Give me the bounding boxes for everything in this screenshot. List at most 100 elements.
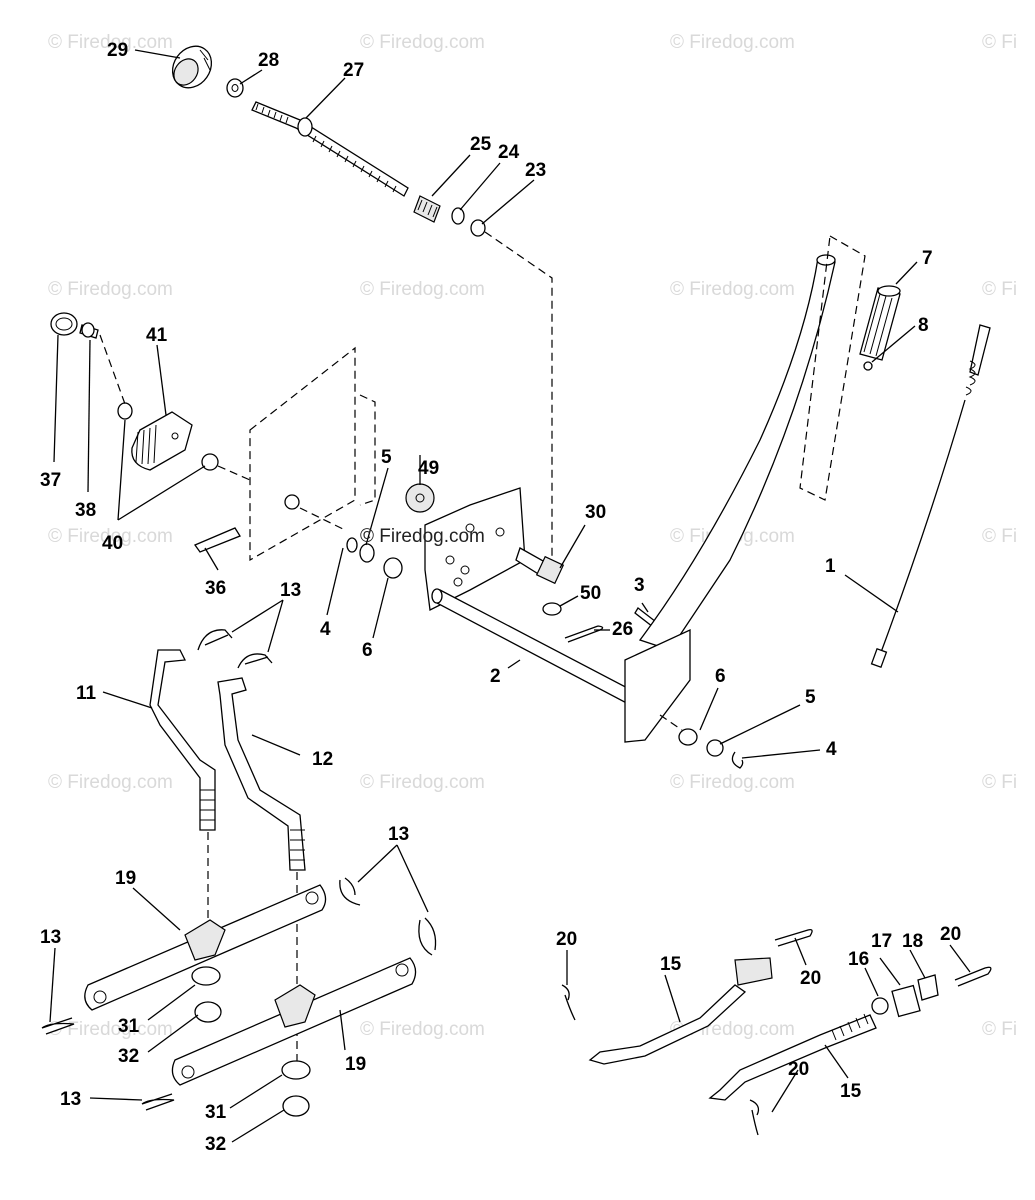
callout-37: 37 — [40, 470, 61, 491]
callout-2: 2 — [490, 666, 501, 687]
bushing-6 — [678, 728, 698, 746]
watermark-layer: © Firedog.com © Firedog.com © Firedog.co… — [48, 32, 1017, 1040]
callout-19: 19 — [345, 1054, 366, 1075]
hairpin-13 — [237, 653, 273, 669]
callout-41: 41 — [146, 325, 168, 346]
watermark: © Firedog.com — [48, 279, 173, 300]
hairpin-20 — [561, 984, 576, 1021]
callout-25: 25 — [470, 134, 492, 155]
watermark: © Firedog.com — [360, 1019, 485, 1040]
callout-6: 6 — [715, 666, 726, 687]
assembly-line — [659, 714, 683, 731]
callout-11: 11 — [76, 683, 97, 704]
bracket-36 — [194, 527, 241, 553]
nut-32 — [194, 1001, 222, 1023]
callout-32: 32 — [205, 1134, 226, 1155]
callout-4: 4 — [320, 619, 331, 640]
watermark: © Fi — [982, 1019, 1017, 1040]
assembly-line — [99, 334, 251, 481]
callout-24: 24 — [498, 142, 520, 163]
hairpin-13 — [141, 1093, 175, 1111]
callout-18: 18 — [902, 931, 923, 952]
rod-12 — [217, 677, 306, 871]
nut-23 — [470, 219, 486, 237]
nut-28 — [226, 78, 244, 98]
callout-28: 28 — [258, 50, 279, 71]
lift-link-19 — [84, 884, 327, 1011]
watermark: © Firedog.com — [360, 32, 485, 53]
watermark: © Firedog.com — [48, 1019, 173, 1040]
cap-49 — [405, 483, 435, 513]
washer-40 — [117, 402, 133, 420]
washer-5 — [359, 543, 375, 563]
watermark: © Firedog.com — [360, 526, 485, 547]
rod-11 — [149, 649, 216, 831]
callout-20: 20 — [788, 1059, 809, 1080]
washer-50 — [542, 602, 562, 616]
button-8 — [863, 361, 873, 371]
watermark: © Fi — [982, 32, 1017, 53]
watermark: © Firedog.com — [670, 772, 795, 793]
callout-1: 1 — [825, 556, 836, 577]
watermark: © Firedog.com — [670, 32, 795, 53]
mounting-plate — [424, 487, 526, 611]
callout-4: 4 — [826, 739, 837, 760]
callout-29: 29 — [107, 40, 128, 61]
panel-outline — [249, 346, 356, 562]
watermark: © Firedog.com — [360, 279, 485, 300]
watermark: © Firedog.com — [48, 32, 173, 53]
callout-13: 13 — [280, 580, 301, 601]
callout-19: 19 — [115, 868, 136, 889]
callout-6: 6 — [362, 640, 373, 661]
callout-7: 7 — [922, 248, 933, 269]
callout-27: 27 — [343, 60, 364, 81]
callout-5: 5 — [805, 687, 816, 708]
callout-49: 49 — [418, 458, 439, 479]
hairpin-13 — [339, 877, 361, 906]
spacer-31 — [191, 966, 221, 986]
lift-lever — [624, 254, 836, 743]
part-drawings — [41, 45, 992, 1136]
hairpin-13 — [41, 1017, 75, 1035]
callout-labels: 29 28 27 25 24 23 7 8 41 37 38 40 5 49 ©… — [40, 40, 961, 1155]
callout-26: 26 — [612, 619, 633, 640]
grip-7 — [859, 285, 901, 361]
washer-40 — [201, 453, 219, 471]
callout-38: 38 — [75, 500, 96, 521]
callout-20: 20 — [556, 929, 577, 950]
watermark: © Fi — [982, 526, 1017, 547]
spacer-31 — [281, 1060, 311, 1080]
nut-32 — [282, 1095, 310, 1117]
callout-36: 36 — [205, 578, 226, 599]
rod-15 — [708, 1013, 877, 1101]
callout-15: 15 — [840, 1081, 862, 1102]
clevis-17 — [891, 984, 921, 1018]
callout-15: 15 — [660, 954, 682, 975]
bolt-38 — [79, 322, 99, 339]
watermark: © Firedog.com — [48, 772, 173, 793]
watermark: © Firedog.com — [670, 279, 795, 300]
watermark: © Fi — [982, 279, 1017, 300]
callout-13: 13 — [40, 927, 61, 948]
callout-13: 13 — [388, 824, 409, 845]
lift-link-19 — [171, 957, 417, 1086]
hairpin-13 — [197, 629, 233, 651]
hairpin-20 — [749, 1099, 760, 1136]
washer-5 — [706, 739, 724, 757]
callout-13: 13 — [60, 1089, 81, 1110]
bushing-6 — [383, 557, 403, 579]
callout-23: 23 — [525, 160, 546, 181]
assembly-line — [484, 231, 553, 560]
callout-12: 12 — [312, 749, 333, 770]
watermark: © Firedog.com — [360, 772, 485, 793]
rod-15 — [588, 957, 773, 1065]
washer-24 — [451, 207, 465, 225]
lever-outline — [799, 235, 866, 501]
threaded-rod-27 — [251, 101, 409, 197]
nut-16 — [871, 997, 889, 1015]
clip-37 — [50, 312, 78, 336]
callout-30: 30 — [585, 502, 606, 523]
watermark: © Firedog.com — [48, 526, 173, 547]
